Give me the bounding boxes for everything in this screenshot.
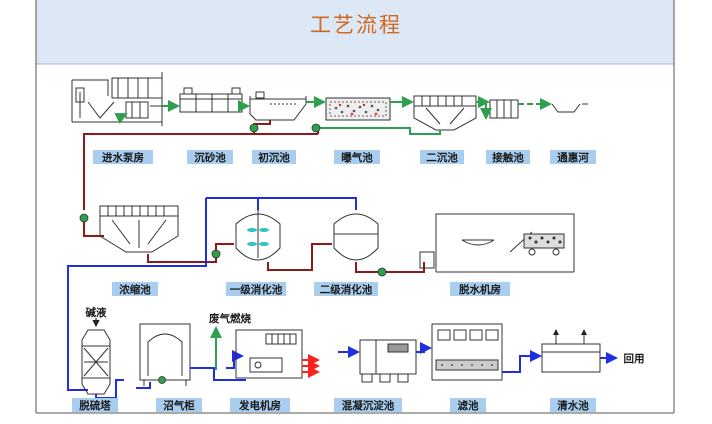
- label-desulfurization-tower: 脱硫塔: [72, 398, 118, 412]
- label-secondary-clarifier: 二沉池: [420, 150, 464, 164]
- desulfurization-tower-icon: [81, 329, 111, 395]
- label-tonghui-river: 通惠河: [550, 150, 596, 164]
- secondary-digester-icon: [333, 213, 379, 261]
- thickener-icon: [99, 205, 179, 253]
- sewage-flow-line: [162, 96, 552, 135]
- generator-room-icon: [235, 329, 303, 379]
- svg-text:浓缩池: 浓缩池: [119, 283, 151, 296]
- pump-icon: [249, 123, 259, 133]
- primary-digester-icon: [235, 206, 281, 261]
- waste-gas-burning-label: 废气燃烧: [209, 312, 251, 325]
- label-secondary-digester: 二级消化池: [314, 282, 378, 296]
- inlet-pump-room-icon: [71, 72, 163, 126]
- svg-text:通惠河: 通惠河: [557, 151, 589, 164]
- svg-text:初沉池: 初沉池: [258, 151, 290, 164]
- svg-text:进水泵房: 进水泵房: [102, 151, 144, 164]
- svg-text:曝气池: 曝气池: [341, 151, 373, 164]
- label-gas-holder: 沼气柜: [156, 398, 202, 412]
- label-filter-tank: 滤池: [450, 398, 486, 412]
- label-contact-tank: 接触池: [486, 150, 530, 164]
- reuse-water-line: [338, 342, 618, 373]
- svg-text:发电机房: 发电机房: [238, 399, 281, 412]
- label-primary-digester: 一级消化池: [226, 282, 286, 296]
- svg-text:一级消化池: 一级消化池: [230, 283, 283, 296]
- label-aeration-tank: 曝气池: [334, 150, 380, 164]
- sludge-line-row1: [83, 120, 319, 210]
- svg-text:滤池: 滤池: [458, 399, 479, 412]
- pump-icon: [79, 213, 89, 223]
- contact-tank-icon: [489, 99, 519, 119]
- biogas-line-row2: [67, 197, 357, 391]
- pump-icon: [311, 123, 321, 133]
- label-primary-clarifier: 初沉池: [252, 150, 296, 164]
- power-output-arrows: [302, 354, 320, 378]
- aeration-tank-icon: [325, 97, 391, 121]
- gas-holder-icon: [139, 323, 191, 386]
- alkali-liquor-label: 碱液: [86, 306, 107, 319]
- dewatering-room-icon: [419, 213, 575, 273]
- river-outlet-icon: [551, 103, 588, 113]
- svg-text:沼气柜: 沼气柜: [163, 399, 195, 412]
- sludge-line-row2: [83, 222, 425, 273]
- primary-clarifier-icon: [249, 91, 307, 121]
- label-inlet-pump-room: 进水泵房: [93, 150, 153, 164]
- secondary-clarifier-icon: [413, 95, 477, 131]
- svg-text:沉砂池: 沉砂池: [194, 151, 226, 164]
- pump-icon: [211, 249, 221, 259]
- biogas-line-row3: [95, 350, 246, 399]
- label-thickener: 浓缩池: [112, 282, 158, 296]
- label-dewatering-room: 脱水机房: [450, 282, 510, 296]
- label-generator-room: 发电机房: [230, 398, 290, 412]
- page-title: 工艺流程: [310, 13, 402, 37]
- svg-text:脱硫塔: 脱硫塔: [79, 399, 111, 412]
- grit-chamber-icon: [179, 87, 243, 113]
- pump-icon: [158, 376, 166, 384]
- svg-text:清水池: 清水池: [557, 399, 589, 412]
- label-coagulation-sedimentation: 混凝沉淀池: [334, 398, 402, 412]
- reuse-label: 回用: [624, 353, 645, 365]
- svg-text:接触池: 接触池: [492, 151, 524, 164]
- svg-text:二级消化池: 二级消化池: [320, 283, 373, 296]
- filter-tank-icon: [431, 323, 503, 381]
- svg-text:脱水机房: 脱水机房: [459, 283, 501, 296]
- coagulation-sedimentation-icon: [359, 339, 417, 383]
- svg-text:二沉池: 二沉池: [426, 151, 458, 164]
- label-clear-water-tank: 清水池: [550, 398, 596, 412]
- label-grit-chamber: 沉砂池: [187, 150, 233, 164]
- header-band: [36, 0, 674, 64]
- clear-water-tank-icon: [541, 334, 601, 373]
- pump-icon: [377, 267, 387, 277]
- svg-text:混凝沉淀池: 混凝沉淀池: [342, 399, 395, 412]
